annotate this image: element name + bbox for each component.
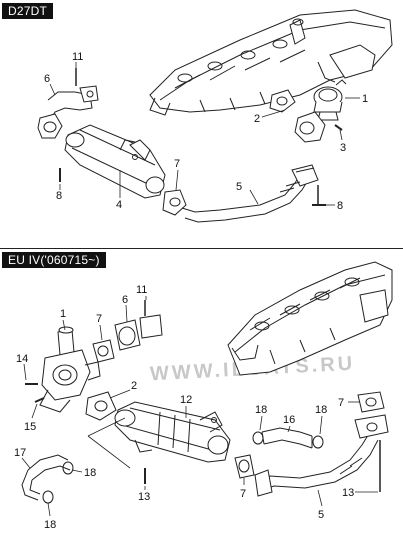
egr-pipe-5-bottom	[254, 414, 389, 497]
callout-7-bottom-right: 7	[338, 397, 344, 409]
callout-1-top: 1	[362, 93, 368, 105]
leader-lines-top	[49, 62, 360, 206]
section-label-d27dt: D27DT	[2, 3, 54, 19]
callout-15: 15	[24, 421, 36, 433]
egr-pipe-elbow-top	[294, 111, 343, 143]
callout-11-top: 11	[72, 51, 83, 63]
callout-18-c: 18	[84, 467, 96, 479]
section-label-eu-iv: EU IV('060715~)	[2, 252, 106, 268]
callout-3-top: 3	[340, 142, 346, 154]
gasket-bottom-7-right	[357, 391, 385, 413]
callout-18-b: 18	[315, 404, 327, 416]
callout-8-right-top: 8	[337, 200, 343, 212]
callout-18-d: 18	[44, 519, 56, 531]
hose-clamp-18-d	[42, 490, 54, 504]
egr-pipe-6-top	[37, 68, 99, 139]
leader-lines-bottom	[21, 296, 378, 517]
gasket-bottom-7-left	[92, 339, 115, 363]
callout-5-top: 5	[236, 181, 242, 193]
callout-5-bottom: 5	[318, 509, 324, 521]
callout-2-bottom: 2	[131, 380, 137, 392]
callout-13-left: 13	[138, 491, 150, 503]
callout-14: 14	[16, 353, 28, 365]
callout-11-bottom: 11	[136, 284, 147, 296]
egr-valve-top	[313, 79, 347, 121]
callout-6-top: 6	[44, 73, 50, 85]
bolt-15	[34, 397, 45, 403]
callouts-bottom: 1 7 6 11 14 15 2 12 18 16 18 7 17 18 13 …	[14, 284, 354, 531]
callout-6-bottom: 6	[122, 294, 128, 306]
callout-7-bottom-left: 7	[96, 313, 102, 325]
egr-adapter-6-bottom	[114, 300, 163, 351]
egr-cooler-top	[64, 124, 166, 199]
egr-pipe-5-top	[181, 164, 319, 223]
callout-12: 12	[180, 394, 192, 406]
callout-18-a: 18	[255, 404, 267, 416]
egr-cooler-bottom	[114, 401, 231, 463]
egr-valve-bottom	[39, 326, 101, 413]
callout-2-top: 2	[254, 113, 260, 125]
callout-7-bottom-center: 7	[240, 488, 246, 500]
callout-7-top: 7	[174, 158, 180, 170]
hose-clamp-18-a	[252, 431, 264, 445]
callouts-top: 11 6 1 2 3 7 5 8 4 8	[44, 51, 368, 212]
section-divider	[0, 248, 403, 249]
hose-clamp-18-b	[312, 435, 324, 449]
callout-17: 17	[14, 447, 26, 459]
callout-1-bottom: 1	[60, 308, 66, 320]
hose-clamp-18-c	[62, 461, 74, 475]
callout-4-top: 4	[116, 199, 122, 211]
callout-16: 16	[283, 414, 295, 426]
intake-manifold-bottom	[227, 261, 393, 376]
gasket-bottom-2	[85, 391, 117, 421]
callout-13-right: 13	[342, 487, 354, 499]
gasket-top-7	[162, 189, 187, 216]
callout-8-left-top: 8	[56, 190, 62, 202]
gasket-bottom-7-center	[234, 454, 255, 479]
intake-manifold-top	[149, 9, 393, 116]
coolant-hose-17	[21, 454, 74, 504]
gasket-top-2	[269, 89, 296, 113]
coolant-hose-16	[252, 427, 324, 449]
